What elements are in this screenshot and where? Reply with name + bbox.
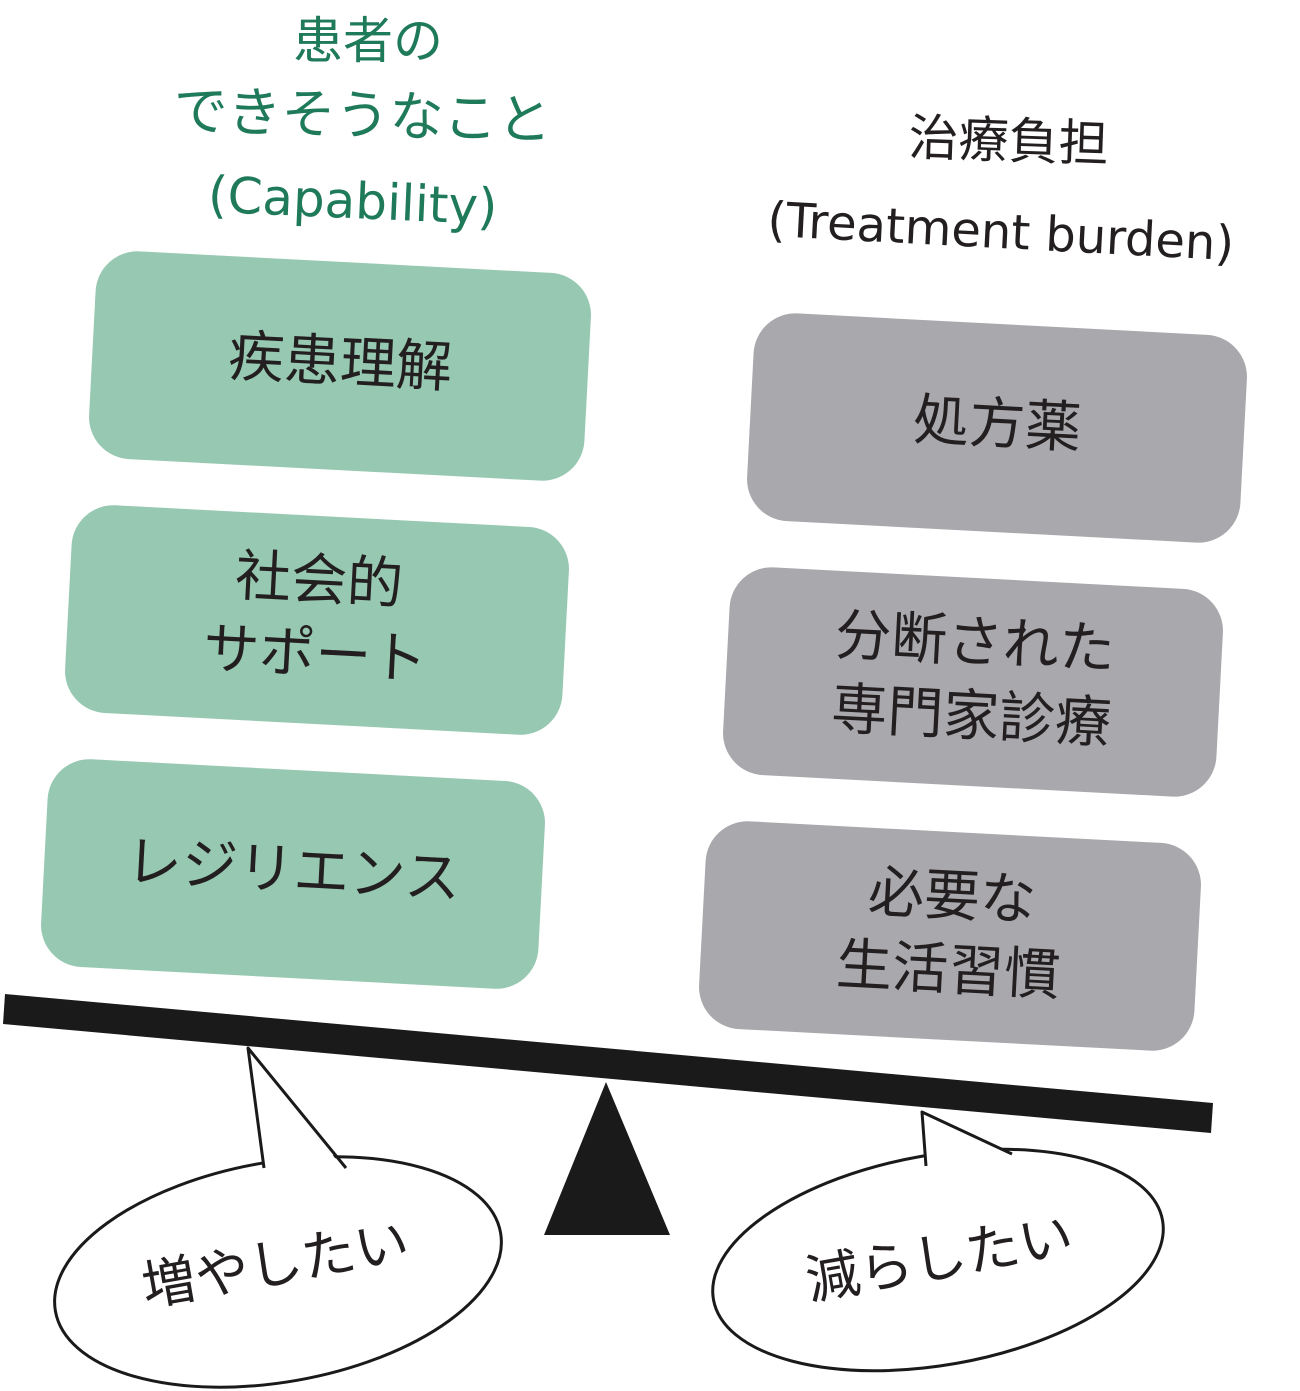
capability-box-1-shape (89, 251, 591, 481)
capability-box-3-shape (41, 759, 545, 989)
speech-bubble-decrease-tail (920, 1110, 1013, 1167)
capability-box-1: 疾患理解 (89, 251, 591, 481)
burden-box-3: 必要な 生活習慣 (699, 821, 1201, 1051)
balance-beam (3, 994, 1213, 1133)
burden-box-2-label-line1: 分断された (834, 603, 1117, 683)
burden-box-1: 処方薬 (747, 313, 1247, 543)
speech-bubble-increase: 増やしたい (53, 1046, 503, 1389)
burden-heading: 治療負担 (Treatment burden) (766, 109, 1235, 273)
capability-box-2-label-line2: サポート (202, 616, 429, 693)
capability-box-2-shape (65, 505, 569, 735)
burden-title-line2: (Treatment burden) (766, 192, 1235, 272)
capability-box-1-label: 疾患理解 (227, 324, 454, 401)
capability-box-3: レジリエンス (41, 759, 545, 989)
speech-bubble-increase-body (53, 1155, 503, 1389)
burden-box-2: 分断された 専門家診療 (723, 567, 1223, 797)
speech-bubble-decrease-body (711, 1147, 1165, 1373)
burden-title-line1: 治療負担 (908, 109, 1110, 174)
speech-bubble-decrease-tail-fill (922, 1112, 1015, 1170)
speech-bubble-decrease: 減らしたい (711, 1110, 1165, 1373)
capability-box-2: 社会的 サポート (65, 505, 569, 735)
burden-box-3-shape (699, 821, 1201, 1051)
capability-box-2-label-line1: 社会的 (233, 544, 404, 618)
balance-fulcrum (544, 1082, 670, 1235)
burden-box-2-shape (723, 567, 1223, 797)
burden-box-1-shape (747, 313, 1247, 543)
capability-heading: 患者の できそうなこと (Capability) (173, 12, 553, 236)
capability-title-line3: (Capability) (207, 166, 499, 237)
capability-title-line2: できそうなこと (173, 79, 553, 152)
capability-title-line1: 患者の (293, 12, 443, 70)
burden-box-2-label-line2: 専門家診療 (830, 677, 1113, 757)
burden-box-3-label-line1: 必要な (866, 860, 1037, 934)
burden-box-1-label: 処方薬 (912, 388, 1083, 462)
speech-bubble-increase-tail (246, 1046, 348, 1169)
burden-box-3-label-line2: 生活習慣 (835, 932, 1062, 1009)
